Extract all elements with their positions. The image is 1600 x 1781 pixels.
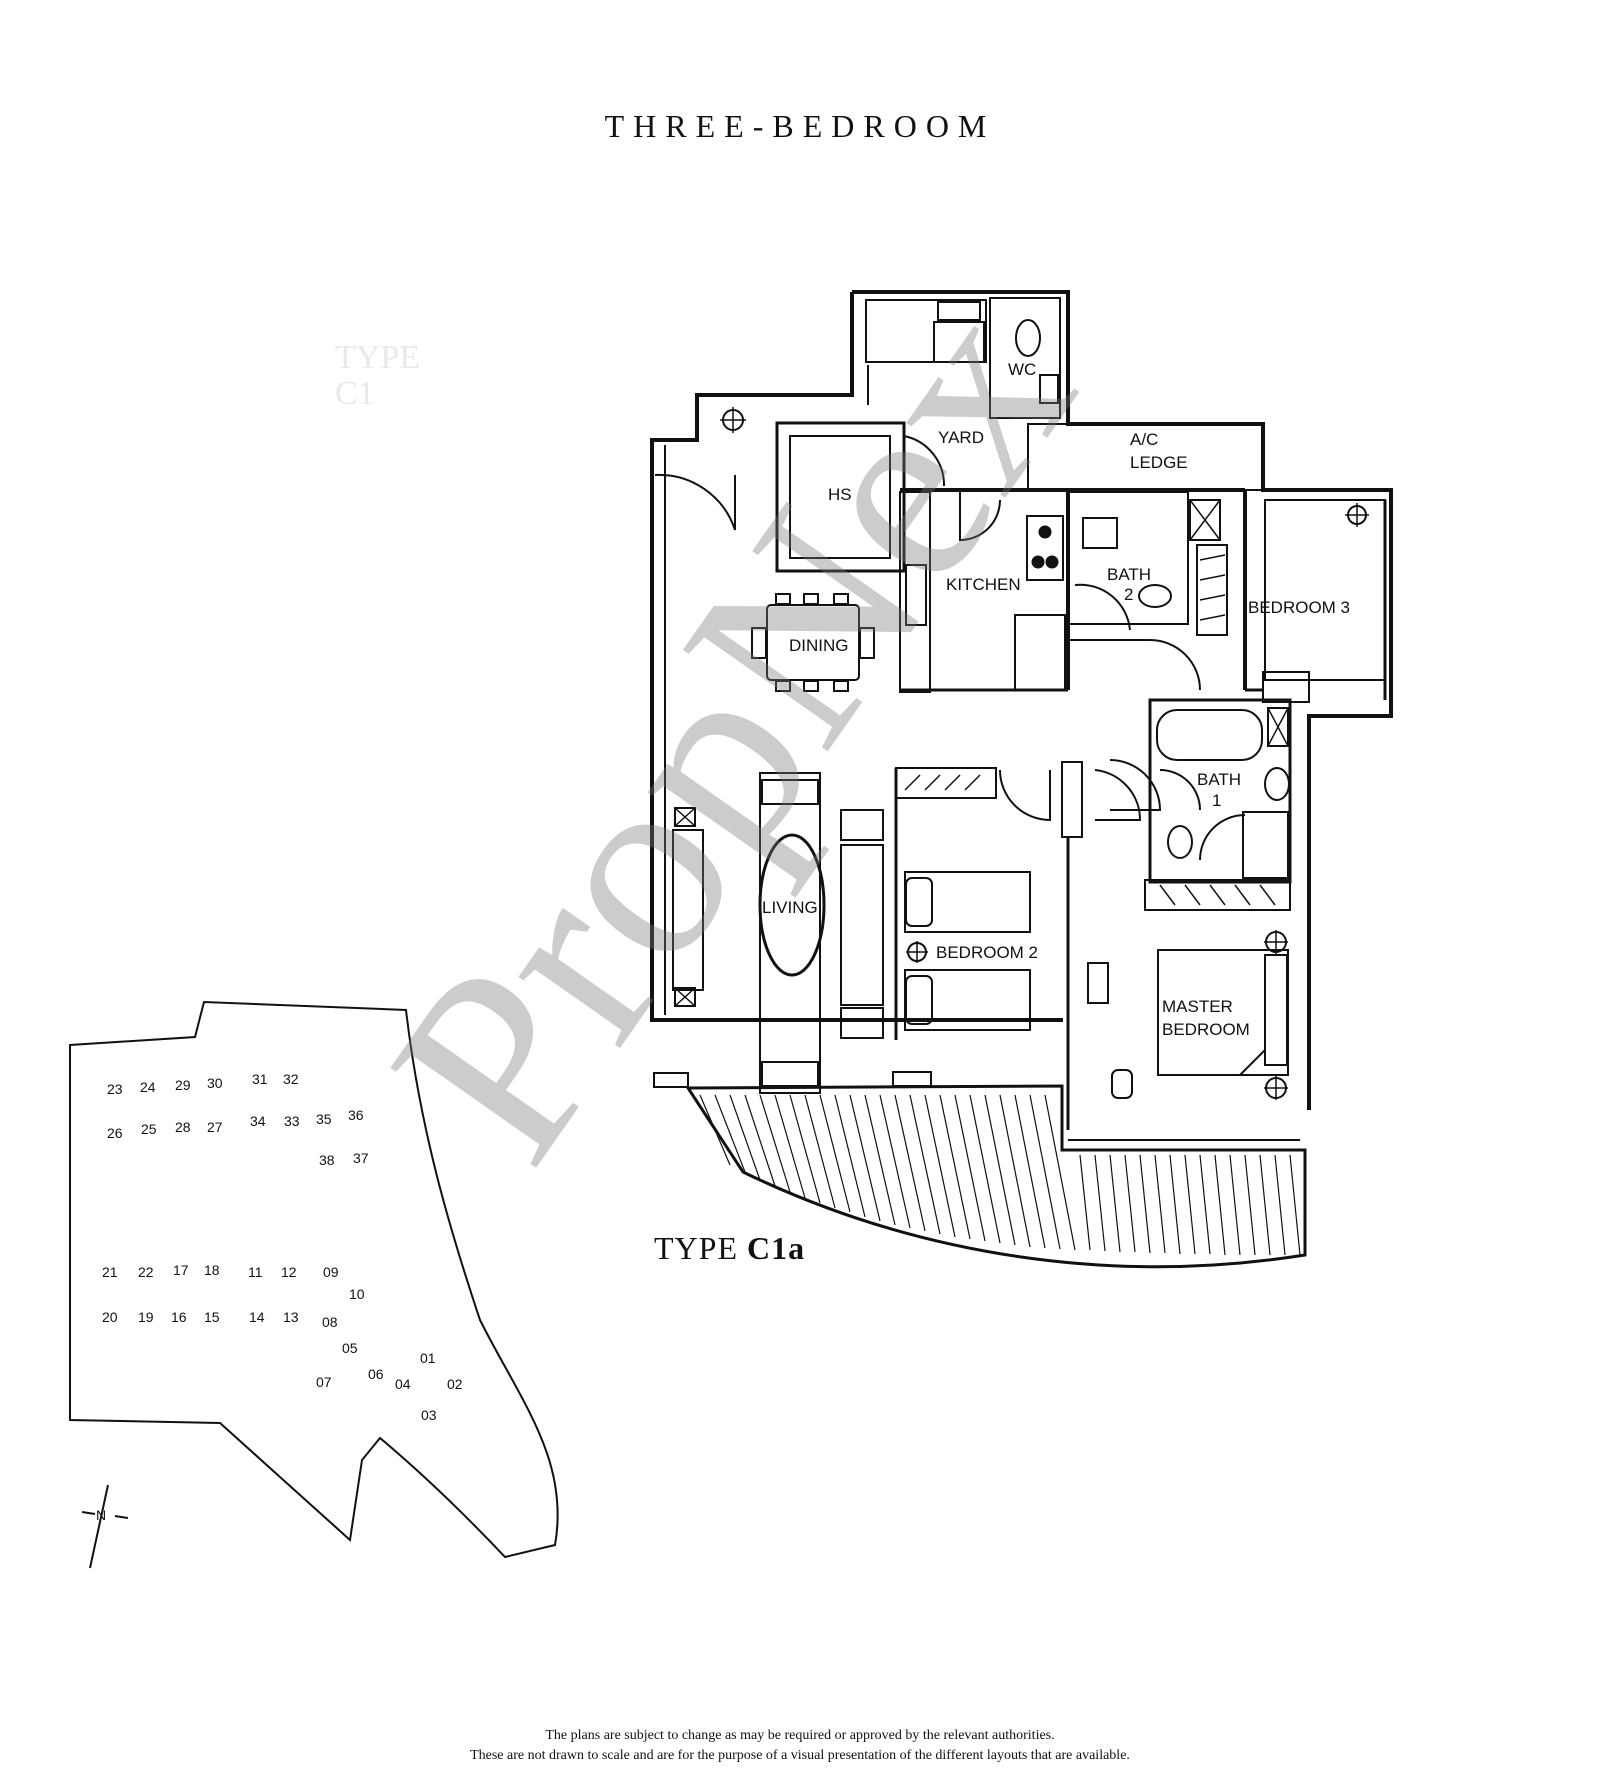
room-label-master-line1: MASTER	[1162, 997, 1233, 1016]
site-unit: 05	[342, 1340, 358, 1356]
site-plan-outline	[69, 1000, 559, 1559]
unit-type-label: TYPE C1a	[654, 1230, 806, 1266]
room-label-bath2-line2: 2	[1124, 585, 1133, 604]
site-unit: 22	[138, 1264, 154, 1280]
north-arrow-label: N	[96, 1507, 106, 1523]
room-label-hs: HS	[828, 485, 852, 504]
site-unit: 28	[175, 1119, 191, 1135]
room-label-yard: YARD	[938, 428, 984, 447]
site-unit: 34	[250, 1113, 266, 1129]
site-unit: 21	[102, 1264, 118, 1280]
disclaimer: The plans are subject to change as may b…	[0, 1726, 1600, 1766]
site-unit: 17	[173, 1262, 189, 1278]
site-plan-units: 23 24 29 30 31 32 26 25 28 27 34 33 35 3…	[102, 1071, 463, 1423]
room-label-bath1-line1: BATH	[1197, 770, 1241, 789]
room-label-bedroom2: BEDROOM 2	[936, 943, 1038, 962]
disclaimer-line-1: The plans are subject to change as may b…	[545, 1728, 1055, 1743]
site-unit: 06	[368, 1366, 384, 1382]
room-label-bedroom3: BEDROOM 3	[1248, 598, 1350, 617]
site-unit: 35	[316, 1111, 332, 1127]
site-unit: 29	[175, 1077, 191, 1093]
site-unit: 19	[138, 1309, 154, 1325]
room-label-ac-ledge-line1: A/C	[1130, 430, 1158, 449]
site-unit: 13	[283, 1309, 299, 1325]
site-unit: 01	[420, 1350, 436, 1366]
site-unit: 27	[207, 1119, 223, 1135]
site-unit: 11	[248, 1264, 263, 1280]
site-unit: 07	[316, 1374, 332, 1390]
site-unit: 16	[171, 1309, 187, 1325]
room-label-master-line2: BEDROOM	[1162, 1020, 1250, 1039]
site-unit: 36	[348, 1107, 364, 1123]
site-unit: 15	[204, 1309, 220, 1325]
site-unit: 10	[349, 1286, 365, 1302]
site-unit: 38	[319, 1152, 335, 1168]
outer-wall-left	[650, 292, 1063, 1022]
room-label-wc: WC	[1008, 360, 1036, 379]
site-unit: 32	[283, 1071, 299, 1087]
room-label-kitchen: KITCHEN	[946, 575, 1021, 594]
site-unit: 14	[249, 1309, 265, 1325]
site-unit: 04	[395, 1376, 411, 1392]
site-unit: 02	[447, 1376, 463, 1392]
site-unit: 37	[353, 1150, 369, 1166]
site-unit: 18	[204, 1262, 220, 1278]
site-unit: 03	[421, 1407, 437, 1423]
site-unit: 23	[107, 1081, 123, 1097]
site-unit: 09	[323, 1264, 339, 1280]
site-unit: 25	[141, 1121, 157, 1137]
site-unit: 08	[322, 1314, 338, 1330]
room-label-bath1-line2: 1	[1212, 791, 1221, 810]
room-label-dining: DINING	[789, 636, 849, 655]
site-unit: 26	[107, 1125, 123, 1141]
site-unit: 24	[140, 1079, 156, 1095]
site-unit: 30	[207, 1075, 223, 1091]
room-label-living: LIVING	[762, 898, 818, 917]
site-unit: 33	[284, 1113, 300, 1129]
faded-type-label: TYPE C1	[335, 339, 420, 412]
site-unit: 20	[102, 1309, 118, 1325]
room-label-bath2-line1: BATH	[1107, 565, 1151, 584]
disclaimer-line-2: These are not drawn to scale and are for…	[470, 1748, 1130, 1763]
site-unit: 12	[281, 1264, 297, 1280]
page-title: THREE-BEDROOM	[604, 108, 996, 144]
site-unit: 31	[252, 1071, 268, 1087]
room-label-ac-ledge-line2: LEDGE	[1130, 453, 1188, 472]
